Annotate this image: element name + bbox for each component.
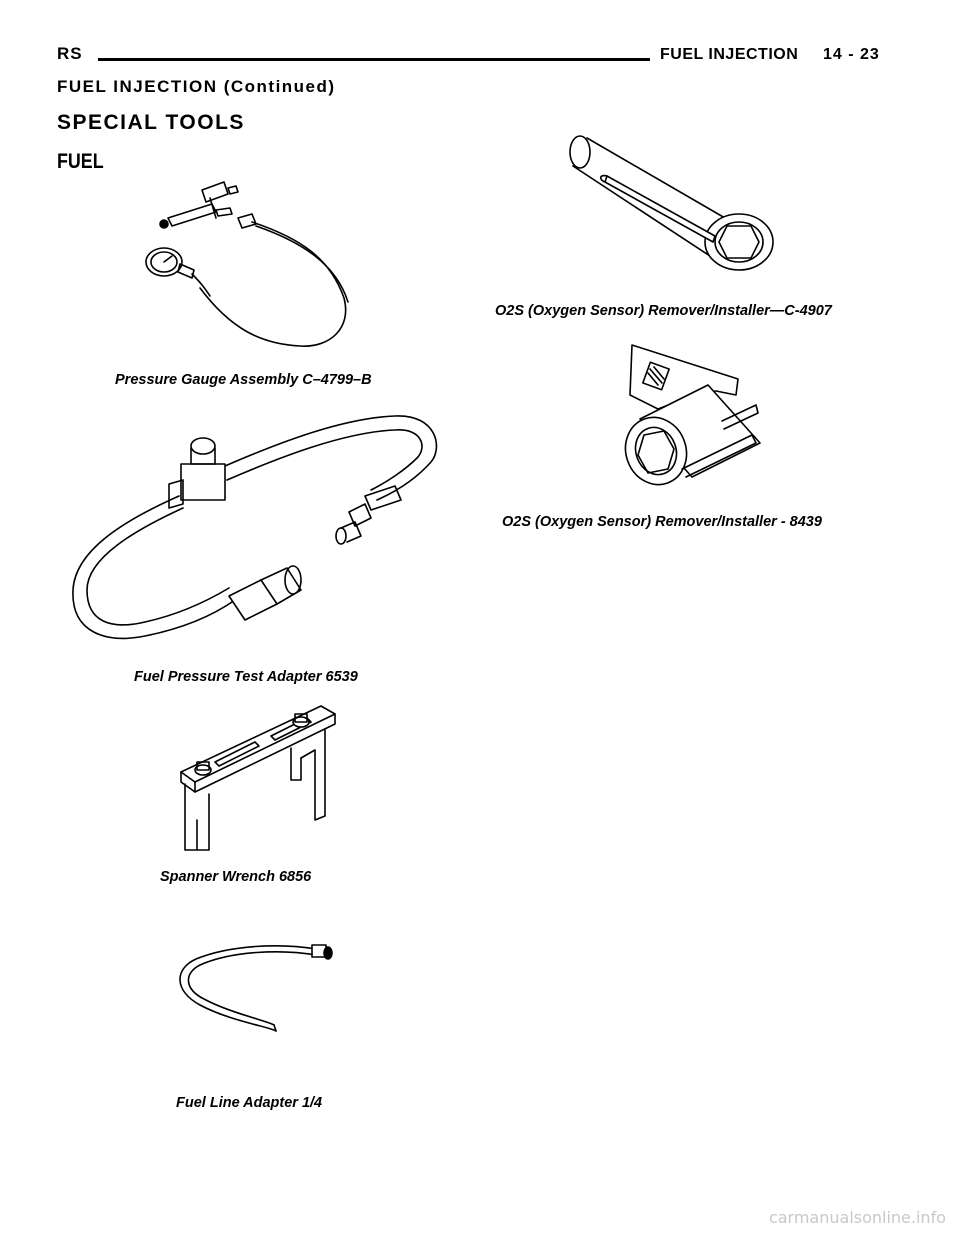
figure-caption: Fuel Line Adapter 1/4 (176, 1095, 323, 1111)
socket-with-wrench-illustration (624, 344, 761, 486)
spanner-wrench-illustration (180, 705, 336, 851)
figure-caption: Fuel Pressure Test Adapter 6539 (134, 669, 358, 685)
header-rule (98, 58, 650, 61)
header-page-number: 14 - 23 (823, 46, 880, 63)
continued-title: FUEL INJECTION (Continued) (57, 77, 336, 96)
figure-caption: O2S (Oxygen Sensor) Remover/Installer—C-… (495, 303, 832, 319)
header-section-code: RS (57, 44, 83, 63)
section-title: SPECIAL TOOLS (57, 111, 245, 134)
figure-caption: Spanner Wrench 6856 (160, 869, 312, 885)
fuel-line-illustration (179, 944, 333, 1032)
header-chapter-title: FUEL INJECTION (660, 46, 799, 63)
figure-caption: Pressure Gauge Assembly C–4799–B (115, 372, 372, 388)
pressure-gauge-illustration (145, 181, 349, 347)
footer-watermark: carmanualsonline.info (768, 1208, 946, 1227)
figure-caption: O2S (Oxygen Sensor) Remover/Installer - … (502, 514, 822, 530)
subsection-title: FUEL (57, 150, 104, 173)
fuel-hose-adapter-illustration (72, 415, 438, 640)
socket-illustration (569, 135, 774, 271)
